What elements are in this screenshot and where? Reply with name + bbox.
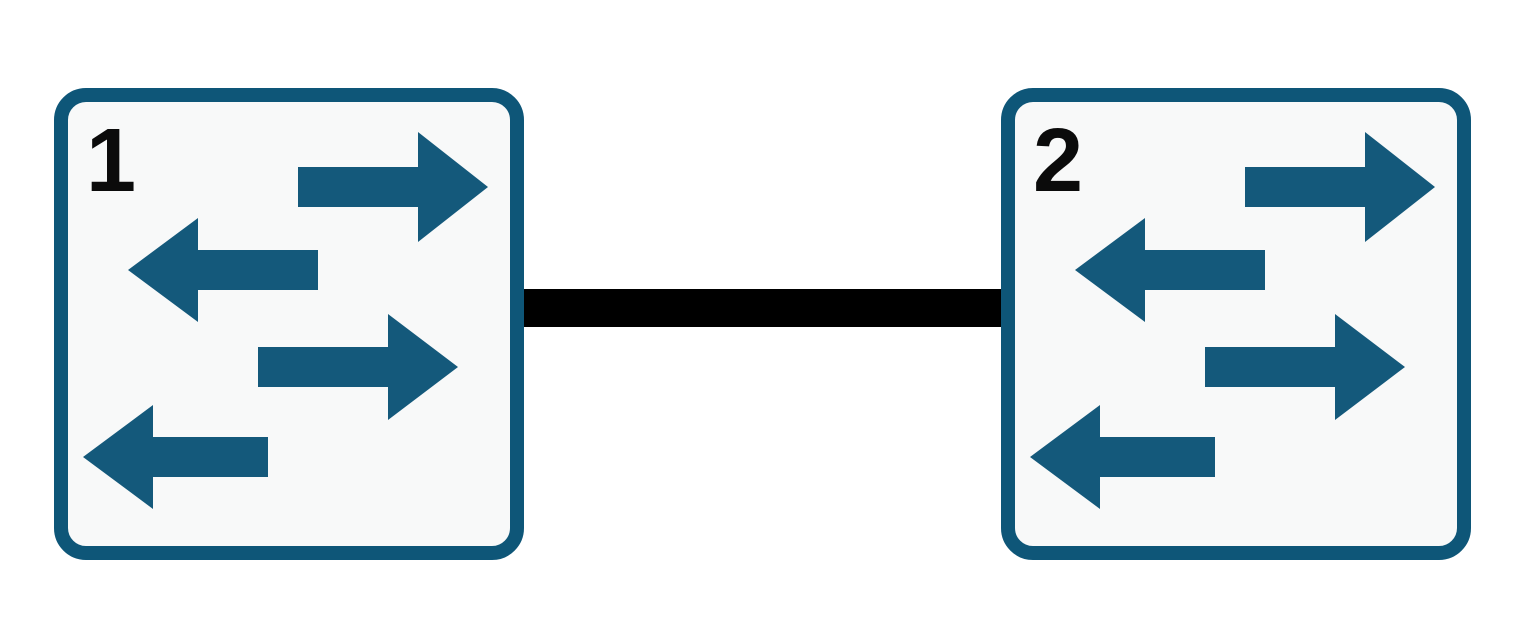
- switch-node-1[interactable]: 1: [54, 88, 524, 560]
- switch-2-label: 2: [1033, 111, 1084, 211]
- switch-node-2[interactable]: 2: [1001, 88, 1471, 560]
- link-switch1-switch2[interactable]: [514, 289, 1008, 327]
- workgroup-switch-icon: [1030, 132, 1435, 509]
- switch-1-label: 1: [86, 111, 137, 211]
- workgroup-switch-icon: [83, 132, 488, 509]
